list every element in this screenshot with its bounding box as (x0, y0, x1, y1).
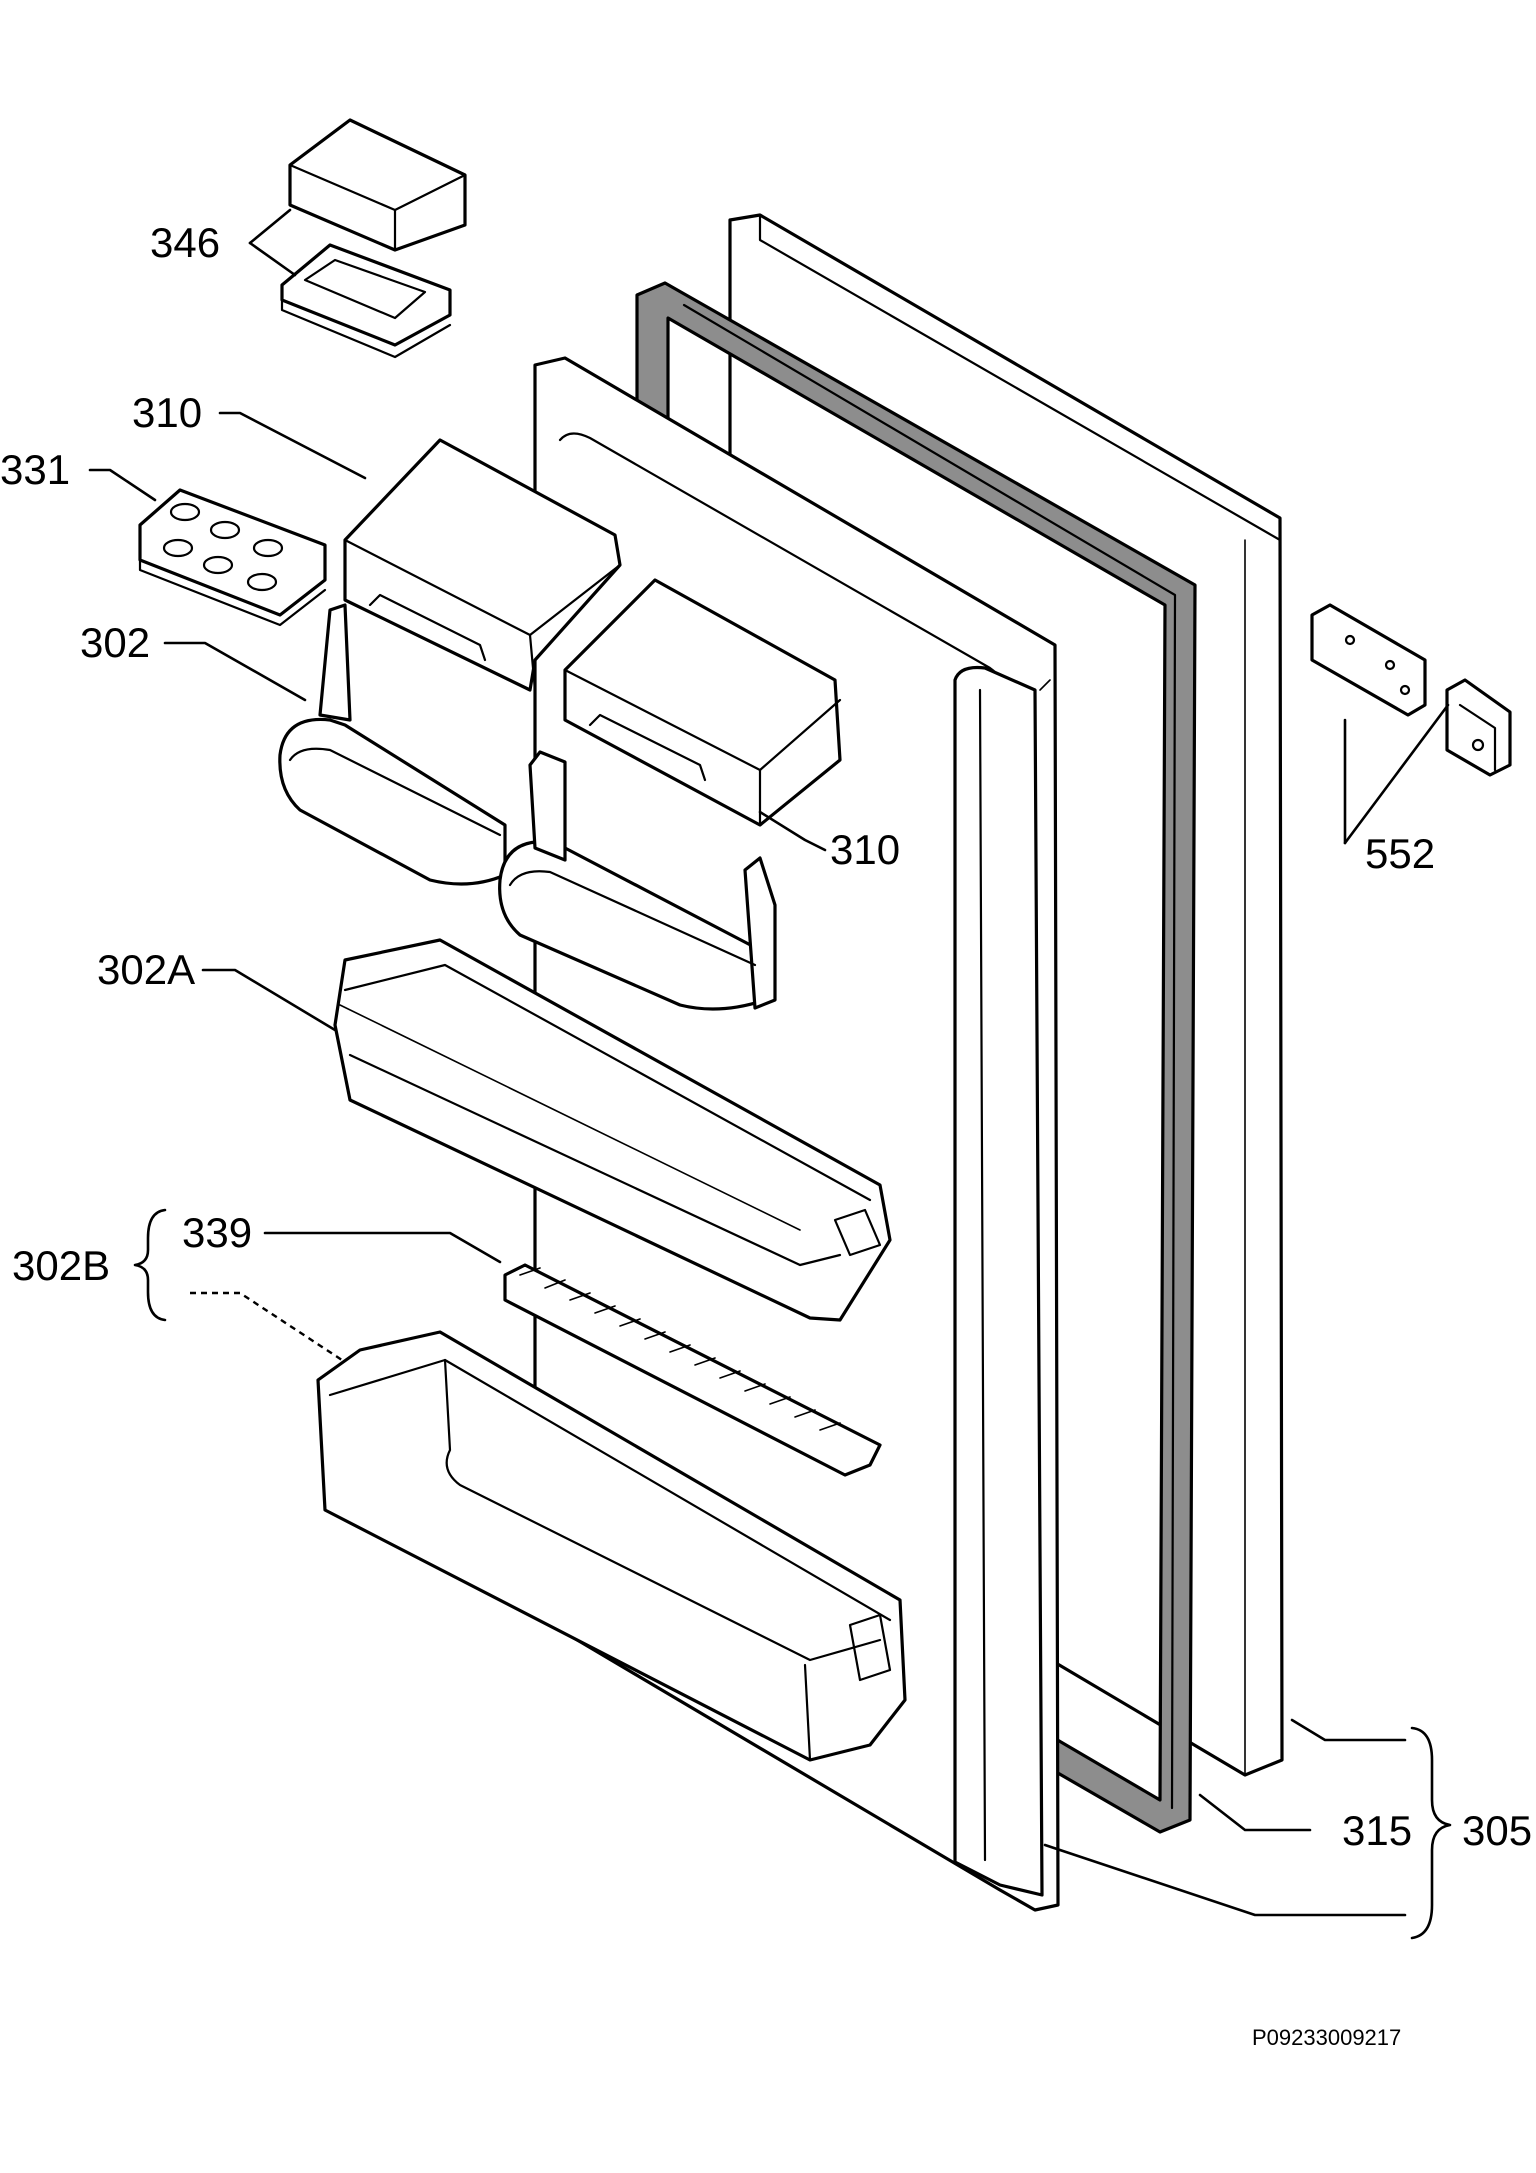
brace-305 (1410, 1726, 1452, 1940)
label-310-upper: 310 (132, 389, 202, 436)
door-shelf-302a (333, 938, 892, 1322)
hinge-bracket-lower (1445, 678, 1512, 777)
label-302a: 302A (97, 946, 195, 993)
door-shelf-302b (316, 1330, 907, 1762)
covered-compartment-lower (563, 578, 842, 827)
door-shelf-302-right (498, 750, 777, 1011)
label-310-lower: 310 (830, 826, 900, 873)
covered-compartment-upper (343, 438, 622, 692)
label-302: 302 (80, 619, 150, 666)
leader-lines (88, 208, 1450, 1917)
brace-302b (133, 1208, 167, 1322)
drawing-code: P09233009217 (1252, 2025, 1401, 2050)
butter-dish (280, 118, 467, 359)
label-331: 331 (0, 446, 70, 493)
label-302b: 302B (12, 1242, 110, 1289)
door-shelf-302-left (278, 603, 507, 886)
egg-tray (138, 488, 327, 627)
label-339: 339 (182, 1209, 252, 1256)
bottle-guard-339 (503, 1263, 882, 1477)
label-346: 346 (150, 219, 220, 266)
label-552: 552 (1365, 830, 1435, 877)
label-305: 305 (1462, 1807, 1532, 1854)
hinge-bracket-upper (1310, 603, 1427, 717)
label-315: 315 (1342, 1807, 1412, 1854)
